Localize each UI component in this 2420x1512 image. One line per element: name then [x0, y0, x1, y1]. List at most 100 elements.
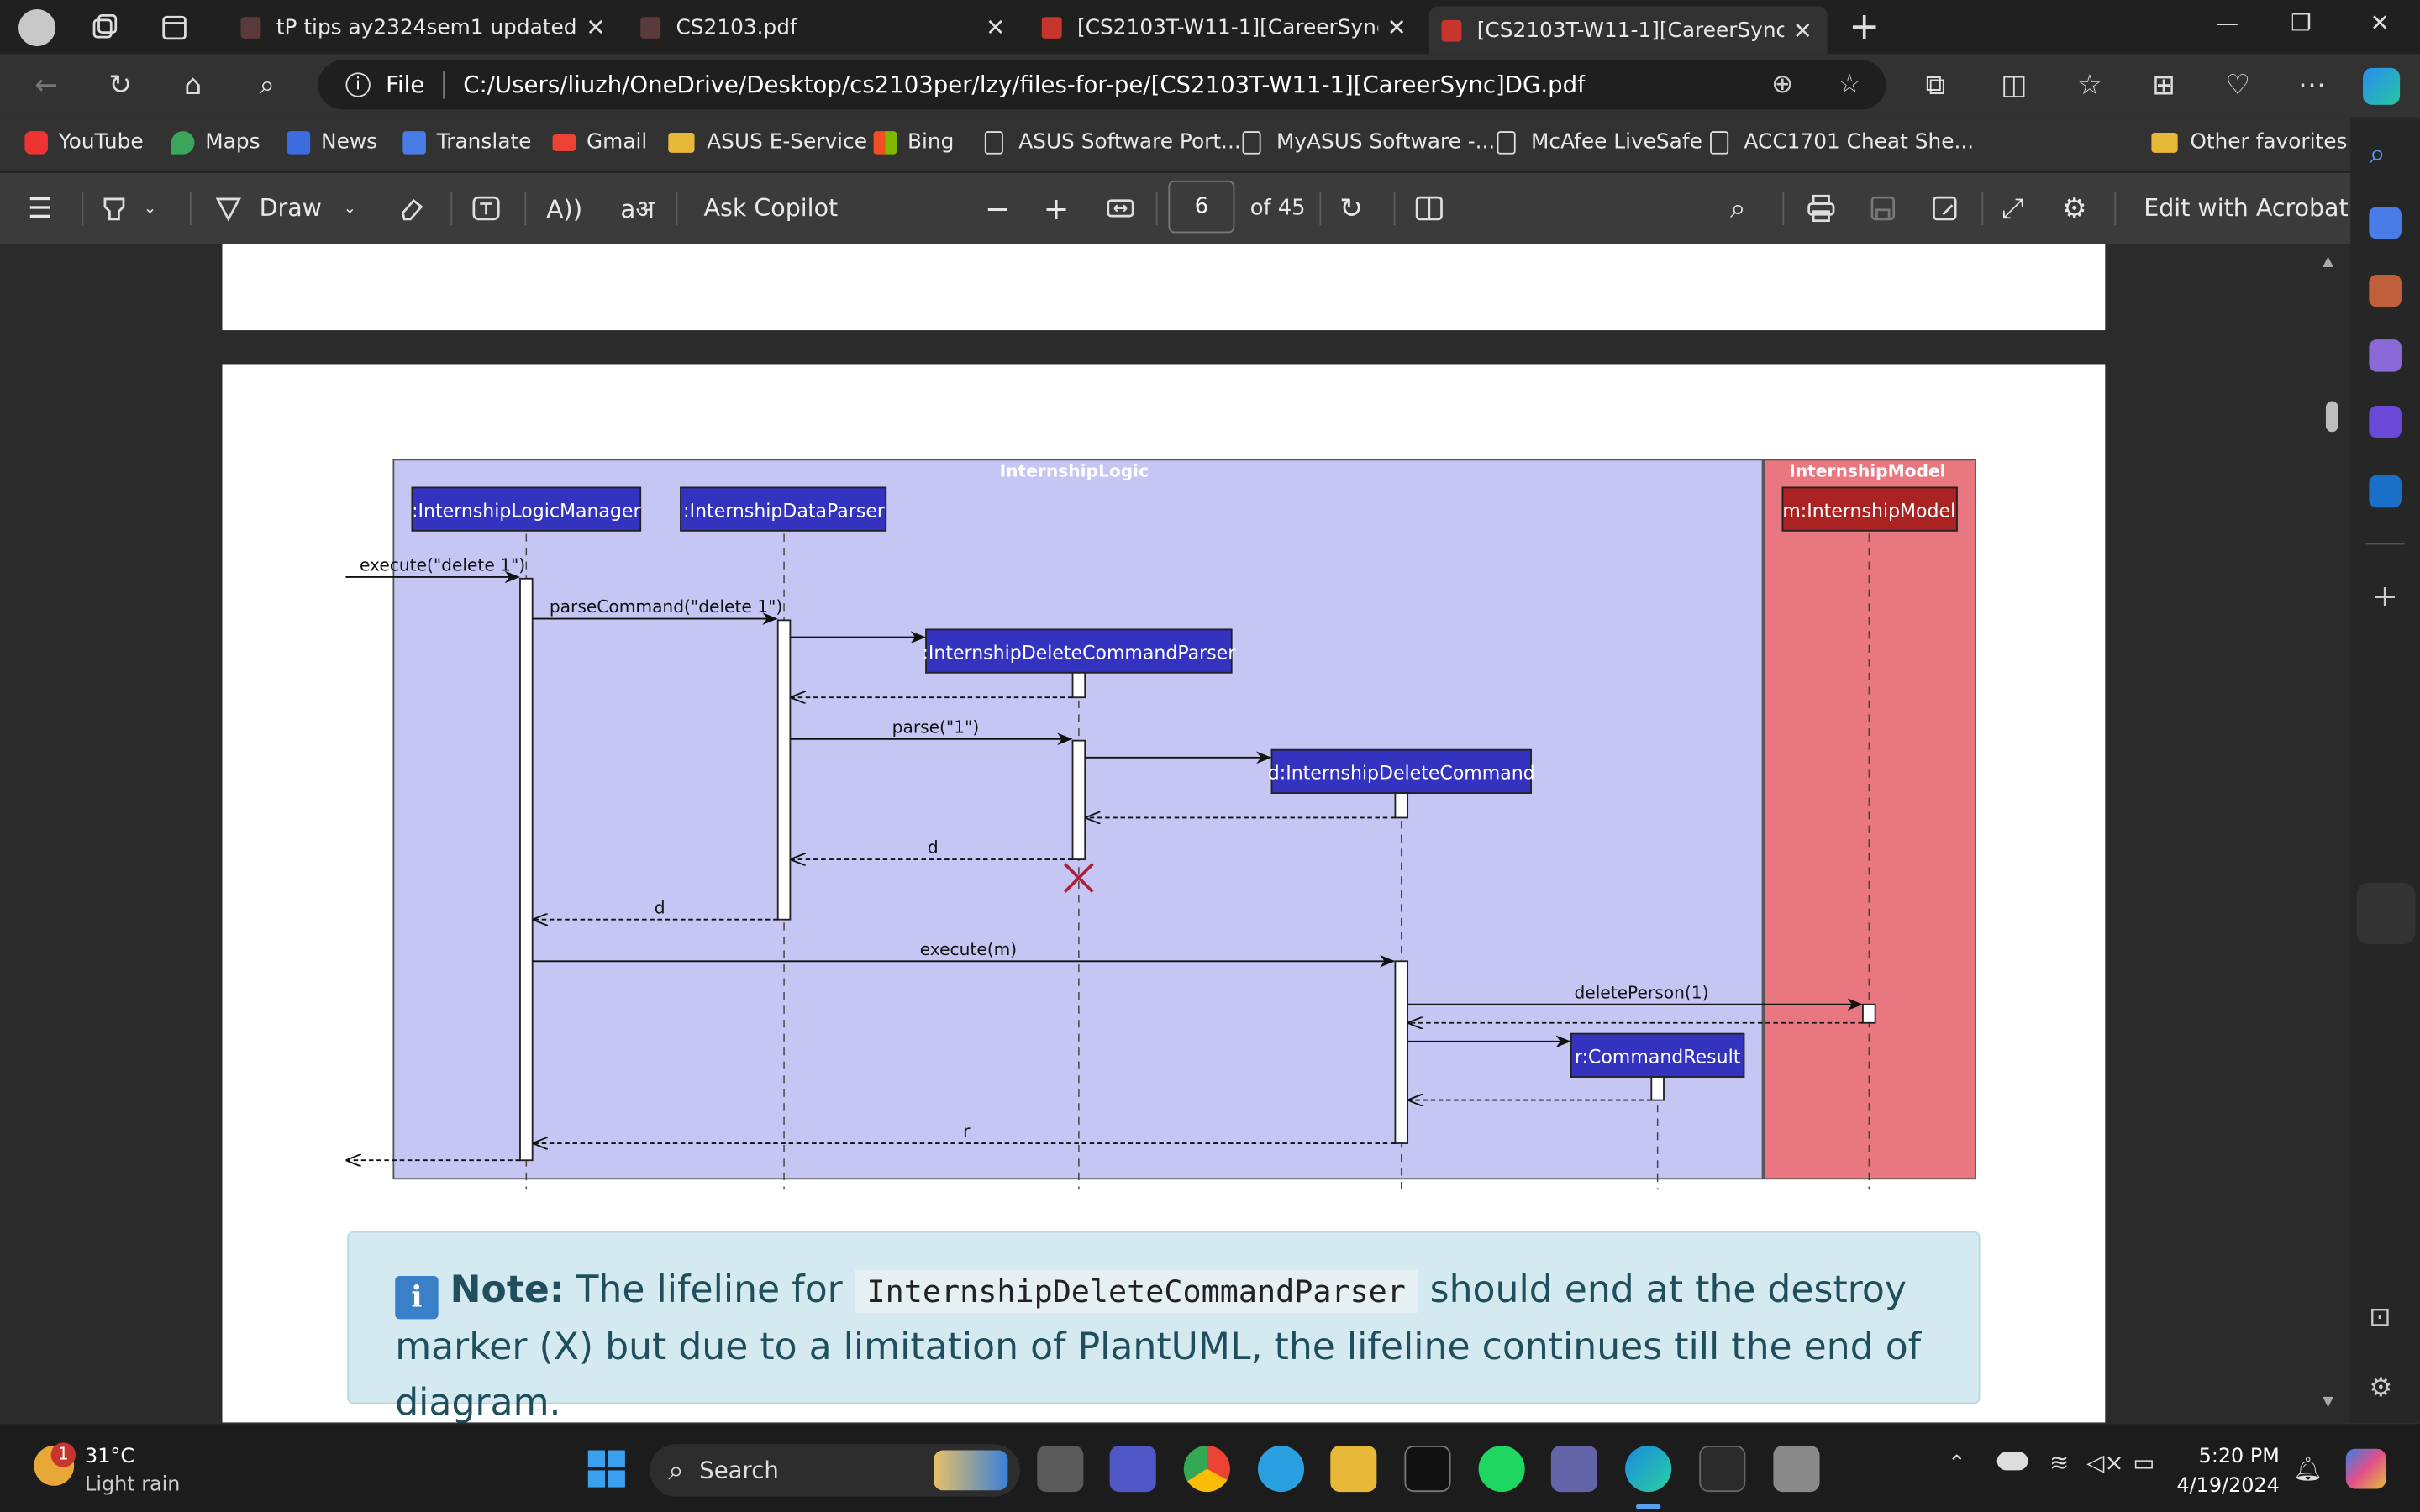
fit-page-icon[interactable] — [1105, 192, 1136, 225]
add-icon[interactable]: + — [2372, 576, 2398, 615]
games-icon[interactable] — [2369, 339, 2402, 372]
zoom-out-icon[interactable]: − — [984, 189, 1011, 228]
wifi-icon[interactable]: ≋ — [2049, 1448, 2070, 1477]
scroll-down-icon[interactable]: ▼ — [2323, 1394, 2333, 1410]
close-icon[interactable]: ✕ — [1792, 16, 1812, 45]
url-text[interactable]: C:/Users/liuzh/OneDrive/Desktop/cs2103pe… — [463, 71, 1586, 99]
collections-icon[interactable]: ⊞ — [2152, 69, 2175, 102]
bookmark-youtube[interactable]: YouTube — [24, 129, 144, 155]
taskbar-search-box[interactable]: ⌕ Search — [650, 1444, 1021, 1497]
other-favorites[interactable]: Other favorites — [2151, 129, 2347, 155]
bookmark-bing[interactable]: Bing — [873, 129, 954, 155]
tools-icon[interactable] — [2369, 274, 2402, 307]
weather-desc[interactable]: Light rain — [85, 1473, 181, 1497]
more-icon[interactable]: ⋯ — [2297, 69, 2326, 102]
weather-temp[interactable]: 31°C — [85, 1446, 135, 1469]
vertical-tabs-icon[interactable] — [159, 13, 190, 44]
highlight-icon[interactable]: ⌄ — [99, 192, 157, 225]
bookmark-news[interactable]: News — [287, 129, 377, 155]
tab-cs2103[interactable]: CS2103.pdf ✕ — [631, 6, 1017, 48]
outlook-icon[interactable] — [2369, 475, 2402, 508]
save-as-icon[interactable] — [1929, 192, 1960, 225]
workspaces-icon[interactable] — [90, 13, 121, 44]
read-aloud-icon[interactable]: A)) — [546, 193, 583, 223]
zoom-in-icon[interactable]: + — [1043, 189, 1070, 228]
search-icon[interactable]: ⌕ — [2369, 137, 2386, 171]
sidebar-app-icon[interactable] — [2356, 882, 2416, 945]
scroll-up-icon[interactable]: ▲ — [2323, 255, 2333, 270]
telegram-icon[interactable] — [1257, 1446, 1305, 1493]
chevron-down-icon[interactable]: ⌄ — [143, 199, 157, 218]
address-bar[interactable]: i File C:/Users/liuzh/OneDrive/Desktop/c… — [318, 60, 1886, 110]
text-box-icon[interactable] — [471, 192, 502, 225]
bookmark-asus-software-portal[interactable]: ASUS Software Port... — [984, 129, 1241, 155]
print-icon[interactable] — [1806, 192, 1837, 225]
bookmark-acc1701[interactable]: ACC1701 Cheat She... — [1710, 129, 1974, 155]
contents-icon[interactable]: ☰ — [28, 192, 53, 225]
save-icon[interactable] — [1867, 192, 1898, 225]
chevron-down-icon[interactable]: ⌄ — [343, 199, 357, 218]
task-view-icon[interactable] — [1037, 1446, 1084, 1493]
bookmark-gmail[interactable]: Gmail — [552, 129, 647, 155]
home-icon[interactable]: ⌂ — [184, 69, 203, 102]
minimize-button[interactable]: — — [2215, 9, 2239, 38]
rotate-icon[interactable]: ↻ — [1339, 192, 1364, 225]
chevron-up-icon[interactable]: ⌃ — [1947, 1452, 1966, 1477]
split-screen-icon[interactable]: ◫ — [2001, 69, 2028, 102]
page-view-icon[interactable] — [1413, 192, 1444, 225]
bookmark-maps[interactable]: Maps — [171, 129, 260, 155]
teams-classic-icon[interactable] — [1550, 1446, 1598, 1493]
extensions-icon[interactable]: ⧉ — [1925, 69, 1946, 102]
tab-careersync-dg[interactable]: [CS2103T-W11-1][CareerSync]DG.pdf ✕ — [1428, 6, 1828, 55]
close-icon[interactable]: ✕ — [1386, 13, 1407, 41]
edit-with-acrobat-button[interactable]: Edit with Acrobat — [2144, 194, 2349, 223]
refresh-icon[interactable]: ↻ — [108, 69, 133, 102]
spotify-icon[interactable] — [1478, 1446, 1525, 1493]
close-window-button[interactable]: ✕ — [2370, 9, 2390, 38]
battery-icon[interactable]: ▭ — [2133, 1448, 2155, 1477]
full-screen-icon[interactable]: ⤢ — [2002, 192, 2024, 225]
copilot-icon[interactable] — [2363, 67, 2401, 105]
tab-careersync-ug[interactable]: [CS2103T-W11-1][CareerSync]UG.pdf ✕ — [1033, 6, 1418, 48]
search-icon[interactable]: ⌕ — [259, 69, 276, 102]
erase-icon[interactable] — [395, 192, 426, 225]
find-icon[interactable]: ⌕ — [1729, 192, 1746, 225]
tab-tp-tips[interactable]: tP tips ay2324sem1 updated.pdf ✕ — [232, 6, 618, 48]
back-icon[interactable]: ← — [34, 69, 58, 102]
close-icon[interactable]: ✕ — [586, 13, 606, 41]
notification-bell-icon[interactable]: 🔔︎ — [2293, 1455, 2323, 1483]
settings-icon[interactable]: ⚙ — [2061, 192, 2087, 225]
new-tab-button[interactable]: + — [1849, 4, 1881, 48]
zoom-icon[interactable]: ⊕ — [1771, 69, 1794, 101]
screenshot-icon[interactable]: ⊡ — [2369, 1302, 2391, 1333]
scrollbar-thumb[interactable] — [2325, 401, 2338, 433]
terminal-icon[interactable] — [1699, 1446, 1746, 1493]
health-icon[interactable]: ♡ — [2225, 69, 2251, 102]
edge-icon[interactable] — [1625, 1446, 1672, 1493]
profile-avatar[interactable] — [18, 9, 56, 47]
copilot-taskbar-icon[interactable] — [2345, 1448, 2386, 1489]
shopping-icon[interactable] — [2369, 207, 2402, 239]
windows-start-icon[interactable] — [587, 1449, 627, 1489]
sidebar-settings-icon[interactable]: ⚙ — [2369, 1373, 2393, 1404]
translate-icon[interactable]: aअ — [620, 194, 655, 224]
file-explorer-icon[interactable] — [1330, 1446, 1377, 1493]
onedrive-icon[interactable] — [1996, 1452, 2028, 1471]
ask-copilot-button[interactable]: Ask Copilot — [703, 194, 839, 223]
volume-mute-icon[interactable]: ◁× — [2086, 1448, 2124, 1477]
page-number-input[interactable]: 6 — [1168, 180, 1235, 234]
favorite-star-icon[interactable]: ☆ — [1838, 69, 1862, 101]
bookmark-mcafee[interactable]: McAfee LiveSafe — [1497, 129, 1702, 155]
bookmark-translate[interactable]: Translate — [402, 129, 531, 155]
restore-button[interactable]: ❐ — [2291, 9, 2312, 38]
bookmark-asus-eservice[interactable]: ASUS E-Service — [668, 129, 867, 155]
app-icon[interactable] — [1404, 1446, 1451, 1493]
copilot-sidebar-icon[interactable] — [2369, 406, 2402, 438]
bookmark-myasus[interactable]: MyASUS Software -... — [1242, 129, 1495, 155]
chrome-icon[interactable] — [1183, 1446, 1230, 1493]
teams-icon[interactable] — [1109, 1446, 1156, 1493]
favorites-icon[interactable]: ☆ — [2077, 69, 2102, 102]
close-icon[interactable]: ✕ — [986, 13, 1006, 41]
info-icon[interactable]: i — [345, 72, 371, 97]
clock-date[interactable]: 4/19/2024 — [2176, 1474, 2280, 1499]
